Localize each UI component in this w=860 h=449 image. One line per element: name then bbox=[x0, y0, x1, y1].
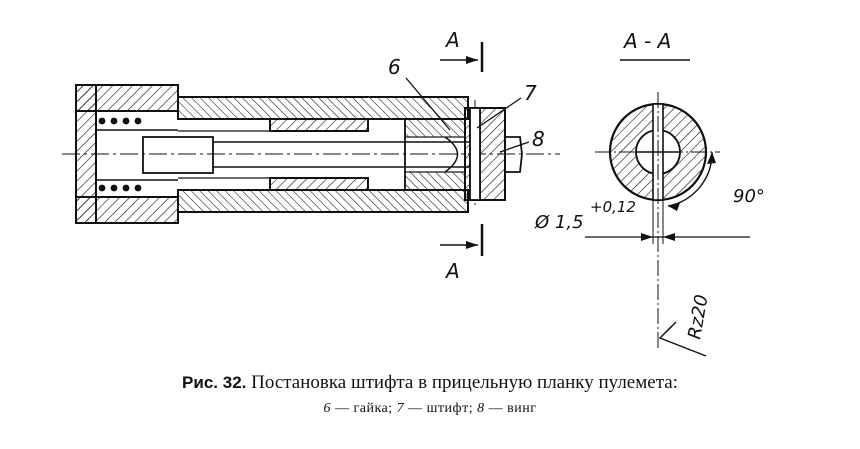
angle-dimension bbox=[667, 151, 716, 211]
figure-title: Постановка штифта в прицельную планку пу… bbox=[251, 372, 678, 393]
diameter-dimension bbox=[585, 200, 750, 244]
spring-coils bbox=[98, 117, 142, 192]
legend-text-pin: штифт bbox=[426, 401, 469, 416]
legend-text-screw: винг bbox=[507, 401, 537, 416]
tolerance-base: Ø 1,5 bbox=[534, 212, 584, 233]
section-title: А - А bbox=[622, 29, 671, 53]
roughness-label: Rz20 bbox=[684, 293, 712, 341]
callout-leaders bbox=[405, 77, 530, 153]
plunger bbox=[142, 136, 214, 174]
bushing-top bbox=[269, 118, 369, 132]
tolerance-upper: +0,12 bbox=[590, 198, 636, 216]
legend-num-nut: 6 bbox=[323, 401, 331, 416]
section-cut-marks bbox=[440, 42, 484, 256]
figure-caption: Рис. 32. Постановка штифта в прицельную … bbox=[0, 372, 860, 394]
body-bottom-wall bbox=[177, 189, 469, 213]
end-cap-left-flange bbox=[75, 84, 97, 224]
angle-label: 90° bbox=[733, 186, 765, 207]
roughness-symbol bbox=[658, 321, 707, 357]
section-mark-bottom: А bbox=[444, 259, 460, 283]
callout-screw: 8 bbox=[532, 127, 545, 151]
figure-number: Рис. 32. bbox=[182, 373, 247, 392]
bushing-bottom bbox=[269, 177, 369, 191]
legend-text-nut: гайка bbox=[353, 401, 389, 416]
callout-pin: 7 bbox=[524, 81, 537, 105]
legend-num-pin: 7 bbox=[396, 401, 405, 416]
section-mark-top: А bbox=[444, 28, 460, 52]
callout-nut: 6 bbox=[388, 55, 401, 79]
cross-section-view bbox=[595, 92, 720, 350]
legend-num-screw: 8 bbox=[477, 401, 485, 416]
screw-8 bbox=[505, 136, 523, 173]
figure-legend: 6 — гайка; 7 — штифт; 8 — винг bbox=[323, 401, 537, 416]
longitudinal-section-view bbox=[62, 84, 560, 224]
